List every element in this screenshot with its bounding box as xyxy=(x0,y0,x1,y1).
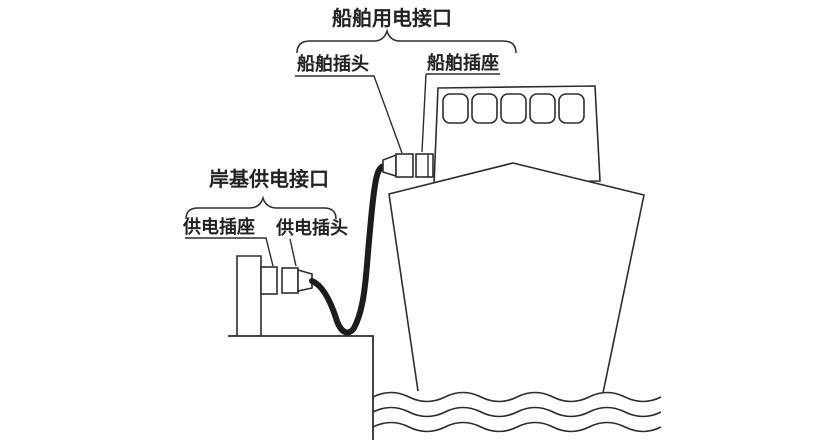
ship-plug-leader-line xyxy=(295,75,403,154)
shore-socket-leader-line xyxy=(185,237,274,267)
ship-hull xyxy=(388,162,645,394)
ship xyxy=(388,85,645,394)
shore-interface-brace xyxy=(185,195,337,220)
ship-interface-annotation: 船舶用电接口 船舶插头 船舶插座 xyxy=(295,6,517,154)
ship-plug-label: 船舶插头 xyxy=(297,53,369,75)
shore-pillar xyxy=(236,255,262,336)
wave-line-1 xyxy=(372,391,662,403)
shore-socket-label: 供电插座 xyxy=(182,216,255,238)
dock-quay-edge xyxy=(228,335,374,440)
shore-station xyxy=(228,255,374,440)
ship-socket xyxy=(415,153,434,178)
ship-window-2 xyxy=(471,93,498,124)
ship-plug-body xyxy=(395,153,414,178)
shore-plug-body xyxy=(281,267,299,294)
shore-interface-title: 岸基供电接口 xyxy=(209,167,329,191)
wave-line-3 xyxy=(372,421,662,433)
ship-socket-leader-line xyxy=(421,73,500,153)
ship-window-4 xyxy=(529,93,556,124)
ship-plug-nose xyxy=(382,153,397,178)
ship-interface-brace xyxy=(296,28,517,54)
power-cable xyxy=(309,163,387,336)
shore-plug-leader-line xyxy=(289,238,297,267)
shore-plug-nose xyxy=(297,268,313,292)
shore-interface-annotation: 岸基供电接口 供电插座 供电插头 xyxy=(182,167,348,267)
ship-socket-label: 船舶插座 xyxy=(427,52,499,74)
shore-socket xyxy=(260,266,278,295)
ship-interface-title: 船舶用电接口 xyxy=(332,6,452,30)
ship-window-3 xyxy=(500,93,527,124)
ship-window-1 xyxy=(442,93,469,124)
wave-line-2 xyxy=(372,406,662,418)
water xyxy=(372,391,662,433)
ship-power-connection xyxy=(382,153,434,178)
shore-plug-label: 供电插头 xyxy=(275,217,348,239)
ship-window-5 xyxy=(558,93,585,124)
